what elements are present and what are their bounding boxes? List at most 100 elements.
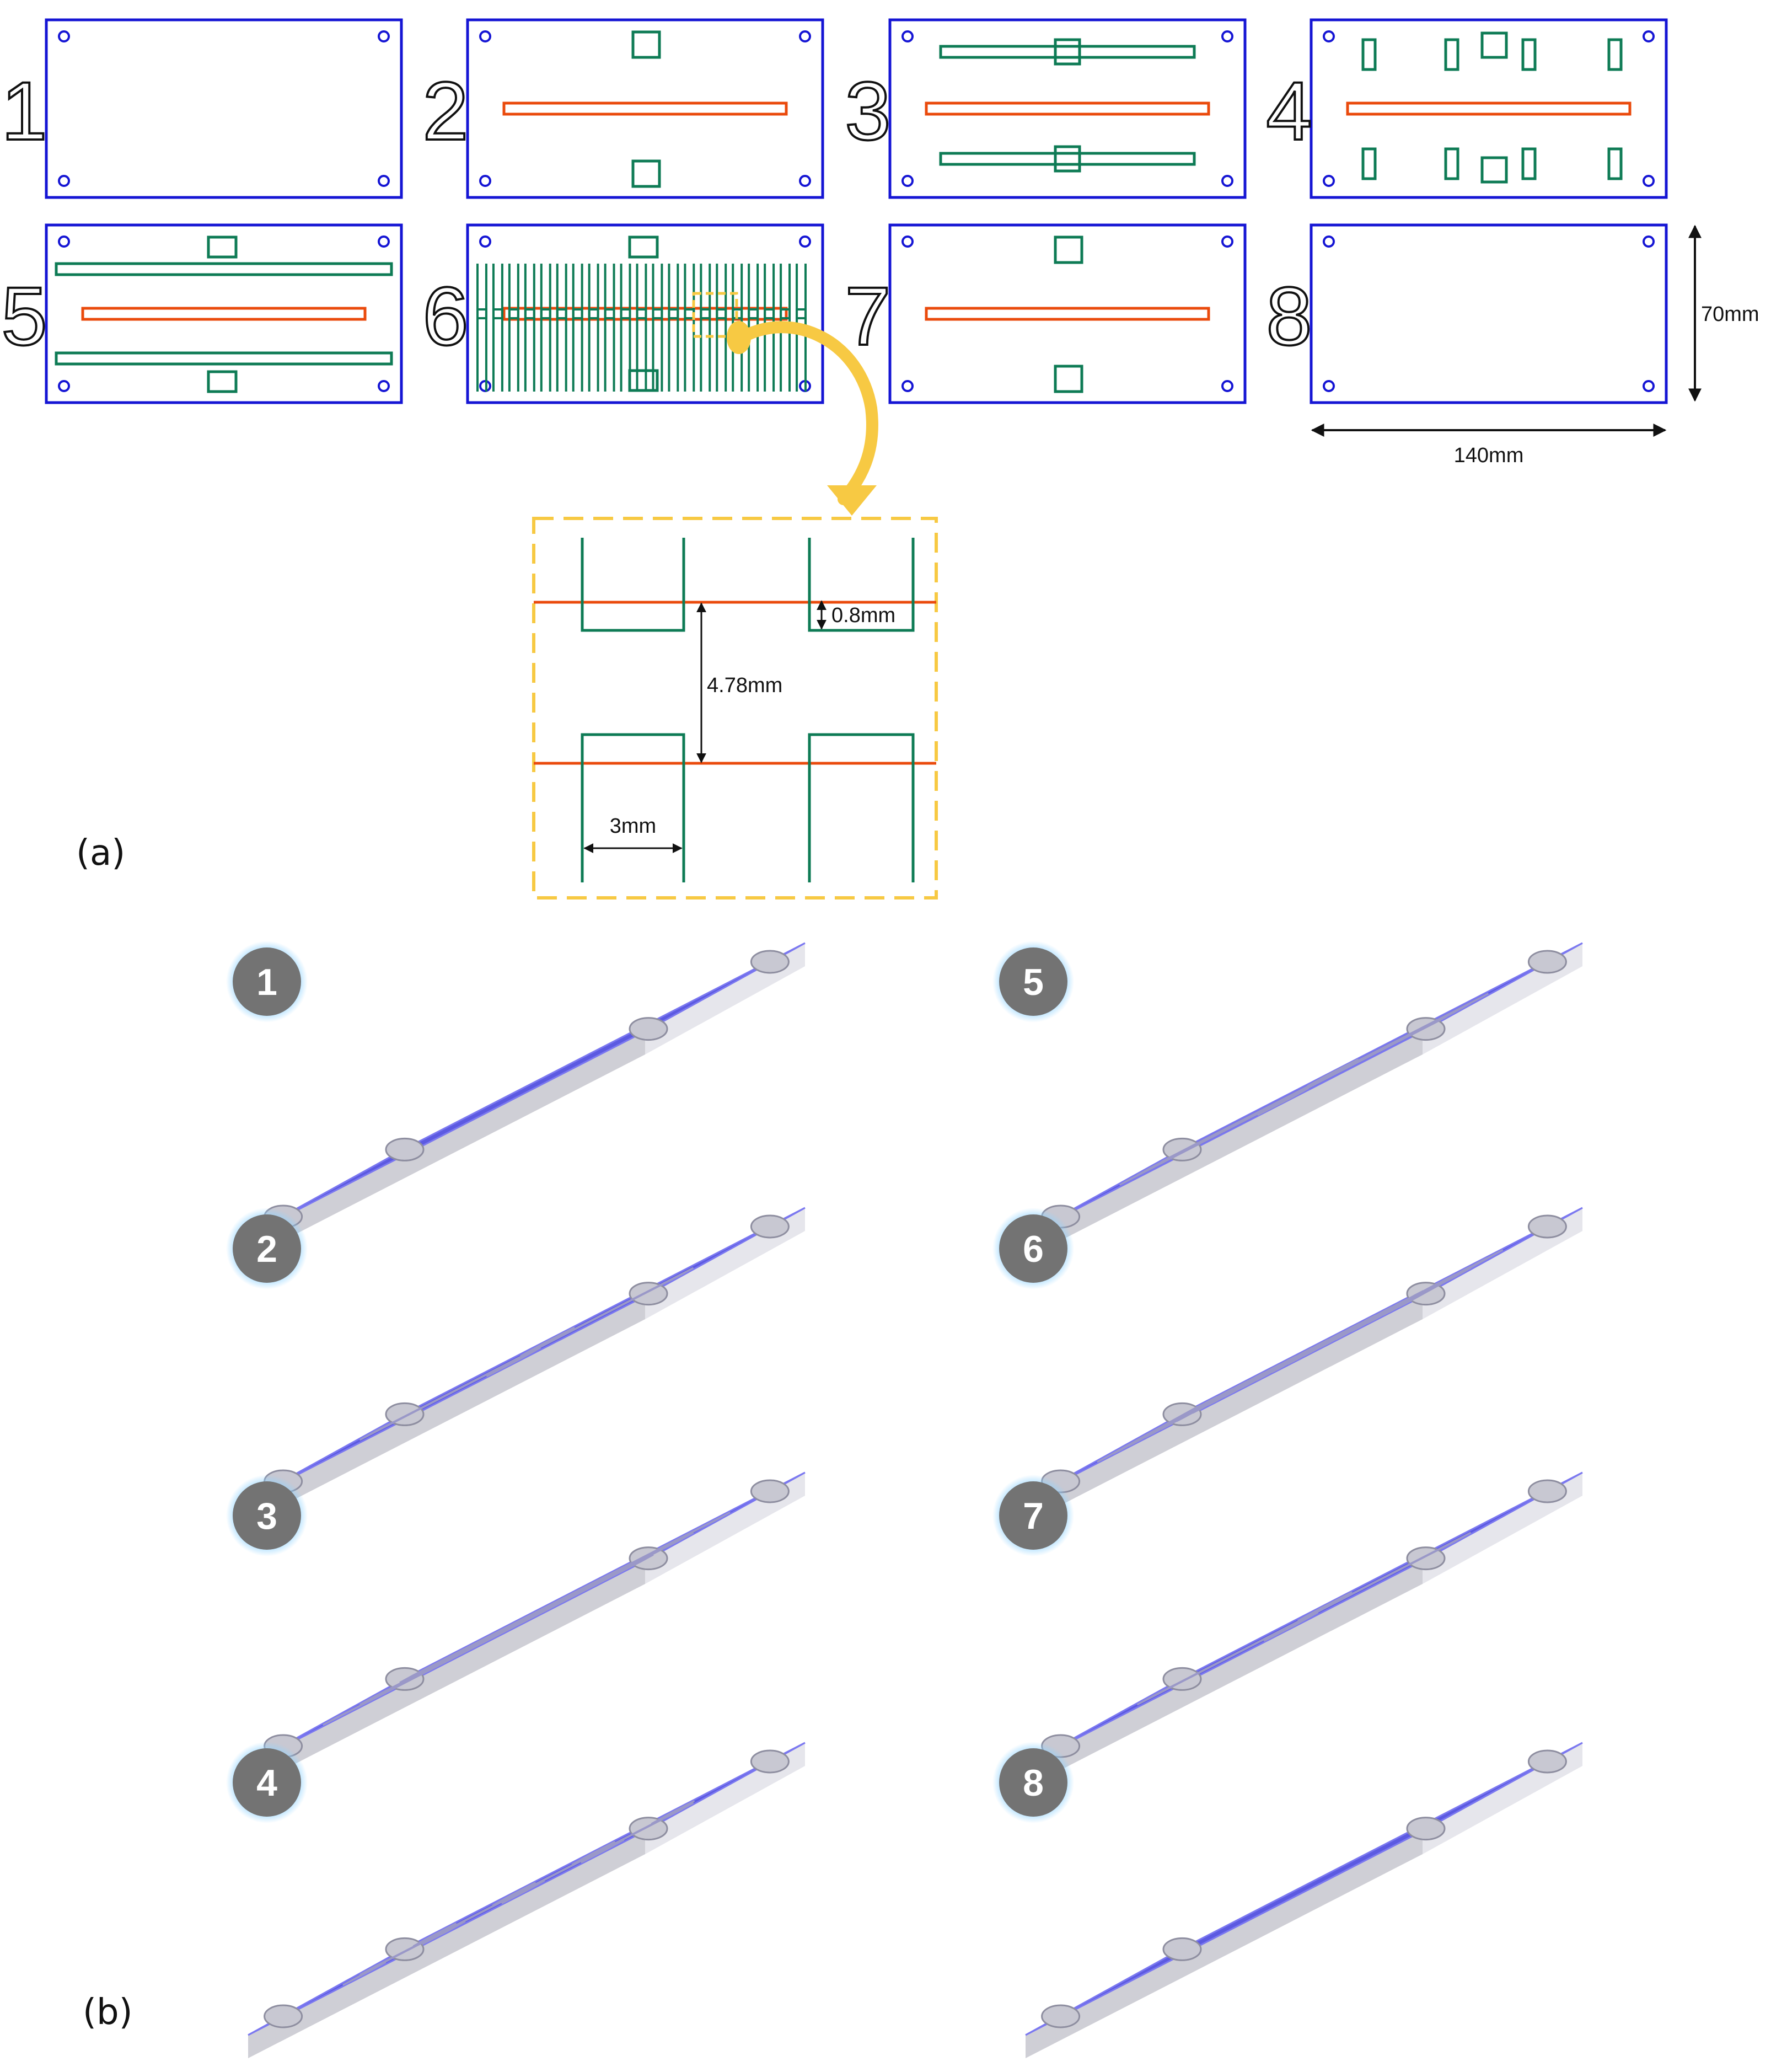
plate-3d-5 — [1025, 942, 1583, 1259]
badge-circle — [999, 1481, 1067, 1550]
plate-hole — [385, 1937, 425, 1961]
alignment-hole — [1643, 380, 1655, 392]
plate-top — [248, 942, 806, 1236]
alignment-hole — [1221, 380, 1233, 392]
alignment-hole — [1323, 235, 1335, 248]
badge-circle — [999, 947, 1067, 1016]
alignment-hole — [1323, 380, 1335, 392]
finger-bottom — [748, 308, 759, 392]
red-channel — [925, 101, 1210, 116]
alignment-hole — [1643, 30, 1655, 42]
panel-a — [45, 18, 1702, 437]
pillar-bottom — [1521, 147, 1537, 180]
alignment-hole — [1221, 30, 1233, 42]
pillar-3d — [501, 1880, 545, 1904]
plate-hole — [750, 1479, 790, 1503]
zoom-frame — [532, 517, 938, 900]
alignment-hole — [901, 30, 914, 42]
port-bottom — [207, 370, 238, 393]
finger-top — [588, 264, 599, 319]
plate-outline — [1310, 18, 1668, 199]
finger-top — [572, 264, 583, 319]
layer-number-2: 2 — [422, 65, 468, 157]
port-3d — [1257, 1087, 1309, 1116]
height-label: 70mm — [1701, 303, 1759, 326]
plate-side-front — [248, 1031, 645, 1259]
alignment-hole — [799, 30, 811, 42]
layer-number-1: 1 — [1, 65, 47, 157]
plate-3d-4 — [248, 1742, 806, 2058]
badge-label-7: 7 — [1023, 1495, 1044, 1537]
layer-plate-2 — [466, 18, 824, 199]
finger-bottom — [636, 308, 647, 392]
alignment-hole — [1643, 235, 1655, 248]
layer-number-5: 5 — [1, 270, 47, 362]
badge-circle — [233, 1214, 301, 1283]
layer-plate-6 — [466, 223, 824, 404]
plate-outline — [45, 18, 403, 199]
finger-top — [748, 264, 759, 319]
alignment-hole — [1323, 30, 1335, 42]
badge-label-4: 4 — [256, 1762, 277, 1804]
pillar-3d — [581, 1839, 625, 1864]
alignment-hole — [1221, 175, 1233, 187]
pillar-bottom — [1361, 147, 1377, 180]
plate-side-front — [1026, 1831, 1423, 2058]
green-channel-bottom — [55, 351, 393, 366]
finger-bottom — [492, 308, 503, 392]
zoom-source-box — [692, 292, 738, 338]
pillar-3d — [342, 1961, 387, 1986]
main-channel — [359, 1532, 694, 1706]
finger-bottom — [540, 308, 551, 392]
port-3d — [1307, 1058, 1359, 1087]
port-3d — [1263, 1611, 1319, 1642]
plate-side-front — [248, 1296, 645, 1523]
zoom-finger-upper — [581, 538, 685, 632]
port-3d — [486, 1347, 541, 1377]
alignment-hole — [479, 30, 491, 42]
badge-circle — [999, 1748, 1067, 1817]
plate-3d-6 — [1025, 1207, 1583, 1523]
red-channel — [502, 101, 788, 116]
badge-circle — [999, 1214, 1067, 1283]
finger-top — [620, 264, 631, 319]
layer-plate-4 — [1310, 18, 1668, 199]
callout-arrow-curve — [736, 321, 878, 505]
pillar-bottom — [1607, 147, 1623, 180]
alignment-hole — [901, 380, 914, 392]
main-channel — [1136, 1532, 1472, 1706]
alignment-hole — [58, 175, 70, 187]
plate-hole — [1406, 1817, 1446, 1841]
plate-hole — [1527, 950, 1567, 974]
finger-bottom — [588, 308, 599, 392]
finger-top — [476, 264, 487, 319]
zoom-finger-lower — [581, 733, 685, 882]
plate-outline — [1310, 223, 1668, 404]
finger-top — [540, 264, 551, 319]
port-top — [1054, 235, 1083, 264]
plate-hole — [629, 1282, 668, 1306]
finger-bottom — [524, 308, 535, 392]
alignment-hole — [799, 235, 811, 248]
finger-bottom — [780, 308, 791, 392]
pitch-label: 4.78mm — [707, 674, 782, 697]
finger-top — [508, 264, 519, 319]
layer-number-4: 4 — [1266, 65, 1312, 157]
panel-b-label: (b) — [83, 1992, 133, 2033]
layer-number-8: 8 — [1266, 270, 1312, 362]
alignment-hole — [58, 235, 70, 248]
plate-3d-7 — [1025, 1471, 1583, 1788]
width-label: 140mm — [1454, 444, 1524, 467]
plate-3d-2 — [248, 1207, 806, 1523]
plate-outline — [888, 18, 1247, 199]
finger-top — [764, 264, 775, 319]
pillar-3d — [571, 1841, 616, 1866]
layer-number-6: 6 — [422, 270, 468, 362]
panel-a-label: (a) — [76, 833, 126, 874]
badge-label-8: 8 — [1023, 1762, 1044, 1804]
plate-hole — [1527, 1479, 1567, 1503]
layer-plate-8 — [1310, 223, 1668, 404]
plate-hole — [629, 1817, 668, 1841]
alignment-hole — [901, 235, 914, 248]
